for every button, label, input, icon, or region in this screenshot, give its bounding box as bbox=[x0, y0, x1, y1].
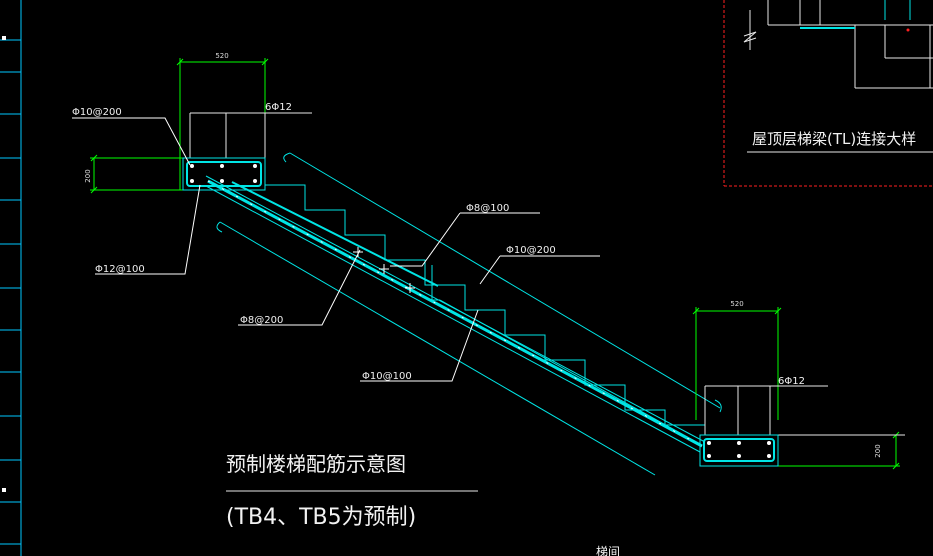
frame-marker bbox=[2, 36, 6, 40]
bottom-beam-width-dimension bbox=[692, 307, 782, 420]
drawing-title: 预制楼梯配筋示意图 bbox=[226, 452, 406, 476]
top-beam-rebar-label: 6Φ12 bbox=[265, 102, 292, 113]
leader-lines bbox=[72, 117, 600, 382]
slab-rebar bbox=[207, 179, 703, 448]
drawing-subtitle: (TB4、TB5为预制) bbox=[226, 505, 416, 530]
rebar-markers bbox=[353, 247, 415, 293]
bottom-beam-rebar-label: 6Φ12 bbox=[778, 376, 805, 387]
top-beam-width-label: 520 bbox=[215, 52, 228, 60]
bottom-beam-width-label: 520 bbox=[730, 300, 743, 308]
top-beam-width-dimension bbox=[176, 58, 269, 190]
top-beam-height-dimension bbox=[90, 154, 185, 194]
title-block: 预制楼梯配筋示意图 (TB4、TB5为预制) 梯间 bbox=[226, 452, 620, 556]
label-top-bottom-bar: Φ12@100 bbox=[95, 264, 145, 275]
bottom-beam-height-label: 200 bbox=[874, 444, 882, 457]
detail-inset: 屋顶层梯梁(TL)连接大样 bbox=[723, 0, 933, 187]
label-mid-top-dist: Φ8@100 bbox=[466, 203, 509, 214]
frame-marker bbox=[2, 488, 6, 492]
bottom-beam: 520 200 6Φ12 bbox=[692, 300, 905, 470]
stair-slab bbox=[205, 152, 722, 476]
label-top-stirrup: Φ10@200 bbox=[72, 107, 122, 118]
bottom-fragment-text: 梯间 bbox=[596, 545, 620, 556]
top-beam: 520 200 6Φ12 bbox=[84, 52, 312, 194]
detail-caption: 屋顶层梯梁(TL)连接大样 bbox=[752, 130, 916, 148]
label-low-dist: Φ8@200 bbox=[240, 315, 283, 326]
label-mid-top-main: Φ10@200 bbox=[506, 245, 556, 256]
left-frame bbox=[0, 0, 22, 556]
label-low-main: Φ10@100 bbox=[362, 371, 412, 382]
top-beam-height-label: 200 bbox=[84, 169, 92, 182]
